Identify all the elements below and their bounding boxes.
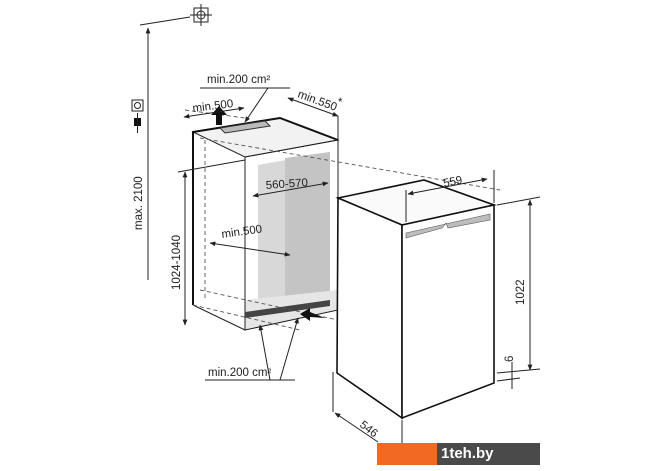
appliance-height-label: 1022 — [515, 279, 527, 305]
watermark-orange-block — [377, 443, 437, 465]
max-height-label: max. 2100 — [133, 176, 145, 230]
socket-icon — [131, 99, 144, 112]
watermark-logo: 1teh.by — [377, 443, 540, 465]
niche-height-label: 1024-1040 — [171, 235, 183, 290]
airflow-in-arrow-icon — [300, 308, 325, 321]
door-offset-label: 6 — [504, 356, 516, 362]
watermark-prefix: 1 — [441, 445, 450, 462]
niche-width-label: 560-570 — [265, 177, 308, 192]
watermark-text: 1teh.by — [437, 443, 540, 465]
appliance-side — [336, 196, 403, 420]
top-right-depth-label: min.550 — [296, 89, 339, 114]
plug-icon — [134, 113, 141, 133]
top-vent-label: min.200 cm² — [207, 74, 270, 86]
niche-back-wall-shade — [285, 152, 330, 296]
top-depth-label: min.500 — [192, 98, 234, 115]
watermark-domain: teh.by — [449, 445, 494, 462]
asterisk-note: * — [338, 97, 343, 109]
inner-depth-label: min.500 — [221, 223, 263, 241]
ceiling-line — [139, 16, 191, 26]
appliance-door — [401, 204, 495, 420]
appliance-width-label: 559 — [442, 175, 463, 190]
wall-anchor-icon — [190, 4, 212, 26]
bottom-vent-grille — [245, 300, 330, 318]
top-vent-grille — [218, 120, 272, 134]
appliance-depth-label: 546 — [357, 419, 380, 440]
bottom-vent-label: min.200 cm² — [208, 367, 271, 379]
appliance-handle — [405, 213, 491, 239]
